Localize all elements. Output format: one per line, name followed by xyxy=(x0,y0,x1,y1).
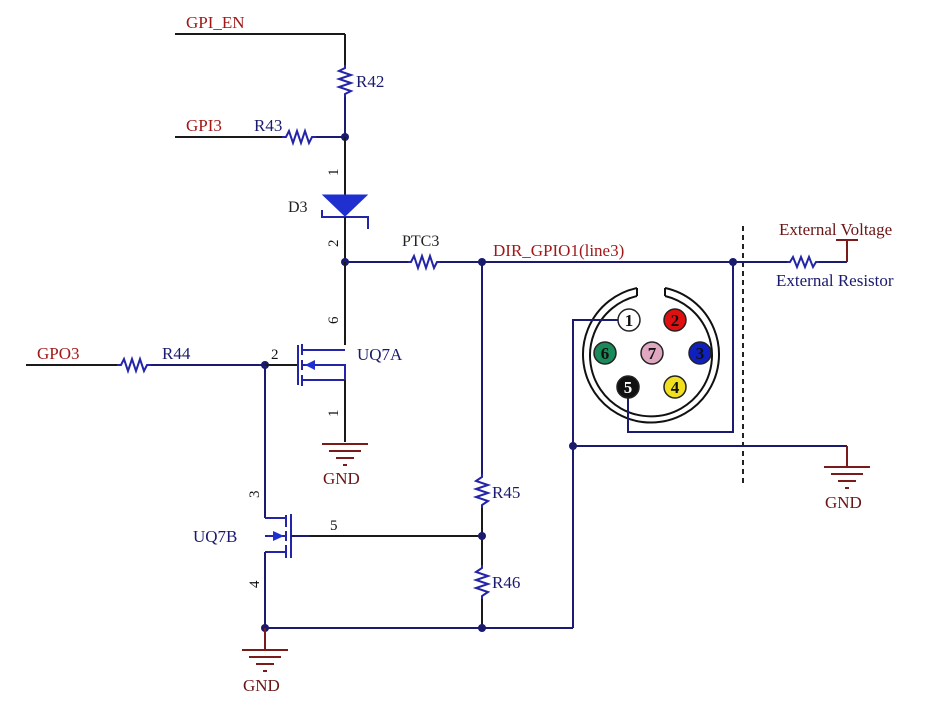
connector-outer-ring xyxy=(582,287,720,424)
connector-pin-6: 6 xyxy=(593,341,617,365)
d3-pin-2: 2 xyxy=(326,240,342,248)
d3-triangle xyxy=(321,194,369,217)
r44-symbol xyxy=(117,355,151,375)
connector: 1 234 56 7 xyxy=(569,262,847,450)
uq7a-arrow xyxy=(305,360,315,370)
divider: R45 R46 xyxy=(265,262,574,632)
ptc3: PTC3 DIR_GPIO1(line3) xyxy=(345,233,737,272)
ground-symbol-uq7a: GND xyxy=(322,443,368,488)
connector-pin-circle xyxy=(617,308,641,332)
connector-pin-label: 3 xyxy=(696,344,705,363)
external-resistor-symbol xyxy=(787,254,819,270)
uq7b-pin-5: 5 xyxy=(330,518,338,534)
gpi-en-net: GPI_EN xyxy=(175,13,346,65)
external-voltage-label: External Voltage xyxy=(779,220,892,239)
connector-pin-1: 1 xyxy=(617,308,641,332)
r44-label: R44 xyxy=(162,344,191,363)
connector-pin-2: 2 xyxy=(663,308,687,332)
connector-pin-4: 4 xyxy=(663,375,687,399)
gpo3-label: GPO3 xyxy=(37,344,80,363)
connector-pin-label: 5 xyxy=(624,378,633,397)
uq7b-arrow xyxy=(273,531,284,541)
d3-pin-1: 1 xyxy=(326,169,342,177)
ptc3-label: PTC3 xyxy=(402,233,439,250)
junction xyxy=(478,532,486,540)
r45-label: R45 xyxy=(492,483,520,502)
uq7a-pin-6: 6 xyxy=(326,316,342,324)
pin1-wire xyxy=(572,319,620,446)
external-section: External Voltage External Resistor xyxy=(733,220,894,484)
connector-pin-circle xyxy=(663,375,687,399)
ptc3-symbol xyxy=(408,252,440,272)
mosfet-uq7b: 3 UQ7B 5 4 xyxy=(193,365,482,632)
external-resistor-label: External Resistor xyxy=(776,271,894,290)
gpi3-net: GPI3 R43 xyxy=(175,116,349,147)
uq7a-pin-1: 1 xyxy=(326,410,342,418)
ground-symbol-bottom: GND xyxy=(242,628,288,695)
r45-symbol xyxy=(472,474,492,508)
r42-label: R42 xyxy=(356,72,384,91)
r43-symbol xyxy=(282,127,316,147)
gpi-en-label: GPI_EN xyxy=(186,13,245,32)
dir-gpio1-label: DIR_GPIO1(line3) xyxy=(493,241,624,260)
connector-pin-label: 7 xyxy=(648,344,657,363)
connector-pin-5: 5 xyxy=(616,375,640,399)
connector-pin-circle xyxy=(616,375,640,399)
r42-symbol xyxy=(335,65,355,97)
connector-pin-circle xyxy=(640,341,664,365)
connector-pin-circle xyxy=(688,341,712,365)
gnd-label: GND xyxy=(243,676,280,695)
uq7a-source-lead xyxy=(302,364,346,381)
uq7b-pin-4: 4 xyxy=(247,580,263,588)
connector-pin-label: 6 xyxy=(601,344,610,363)
connector-pin-3: 3 xyxy=(688,341,712,365)
connector-pin-circle xyxy=(663,308,687,332)
uq7b-pin-3: 3 xyxy=(247,491,263,499)
r46-symbol xyxy=(472,565,492,599)
r46-label: R46 xyxy=(492,573,520,592)
gnd-label: GND xyxy=(323,469,360,488)
gnd-label: GND xyxy=(825,493,862,512)
uq7a-pin-2: 2 xyxy=(271,347,279,363)
uq7b-label: UQ7B xyxy=(193,527,237,546)
d3-label: D3 xyxy=(288,199,308,216)
pin5-wire xyxy=(627,262,734,433)
gpo3-net: GPO3 R44 2 xyxy=(26,344,298,375)
ground-symbol-right: GND xyxy=(824,446,870,512)
mosfet-uq7a: 6 UQ7A 1 xyxy=(297,262,403,442)
connector-inner-ring xyxy=(589,295,713,418)
external-voltage-terminal xyxy=(836,239,858,262)
connector-pin-label: 1 xyxy=(625,311,634,330)
resistor-r42: R42 xyxy=(335,65,384,137)
gpi3-label: GPI3 xyxy=(186,116,222,135)
connector-pin-label: 4 xyxy=(671,378,680,397)
connector-pin-label: 2 xyxy=(671,311,680,330)
r43-label: R43 xyxy=(254,116,282,135)
connector-pin-circle xyxy=(593,341,617,365)
diode-d3: 1 D3 2 xyxy=(288,137,369,266)
connector-pin-7: 7 xyxy=(640,341,664,365)
uq7a-label: UQ7A xyxy=(357,345,403,364)
